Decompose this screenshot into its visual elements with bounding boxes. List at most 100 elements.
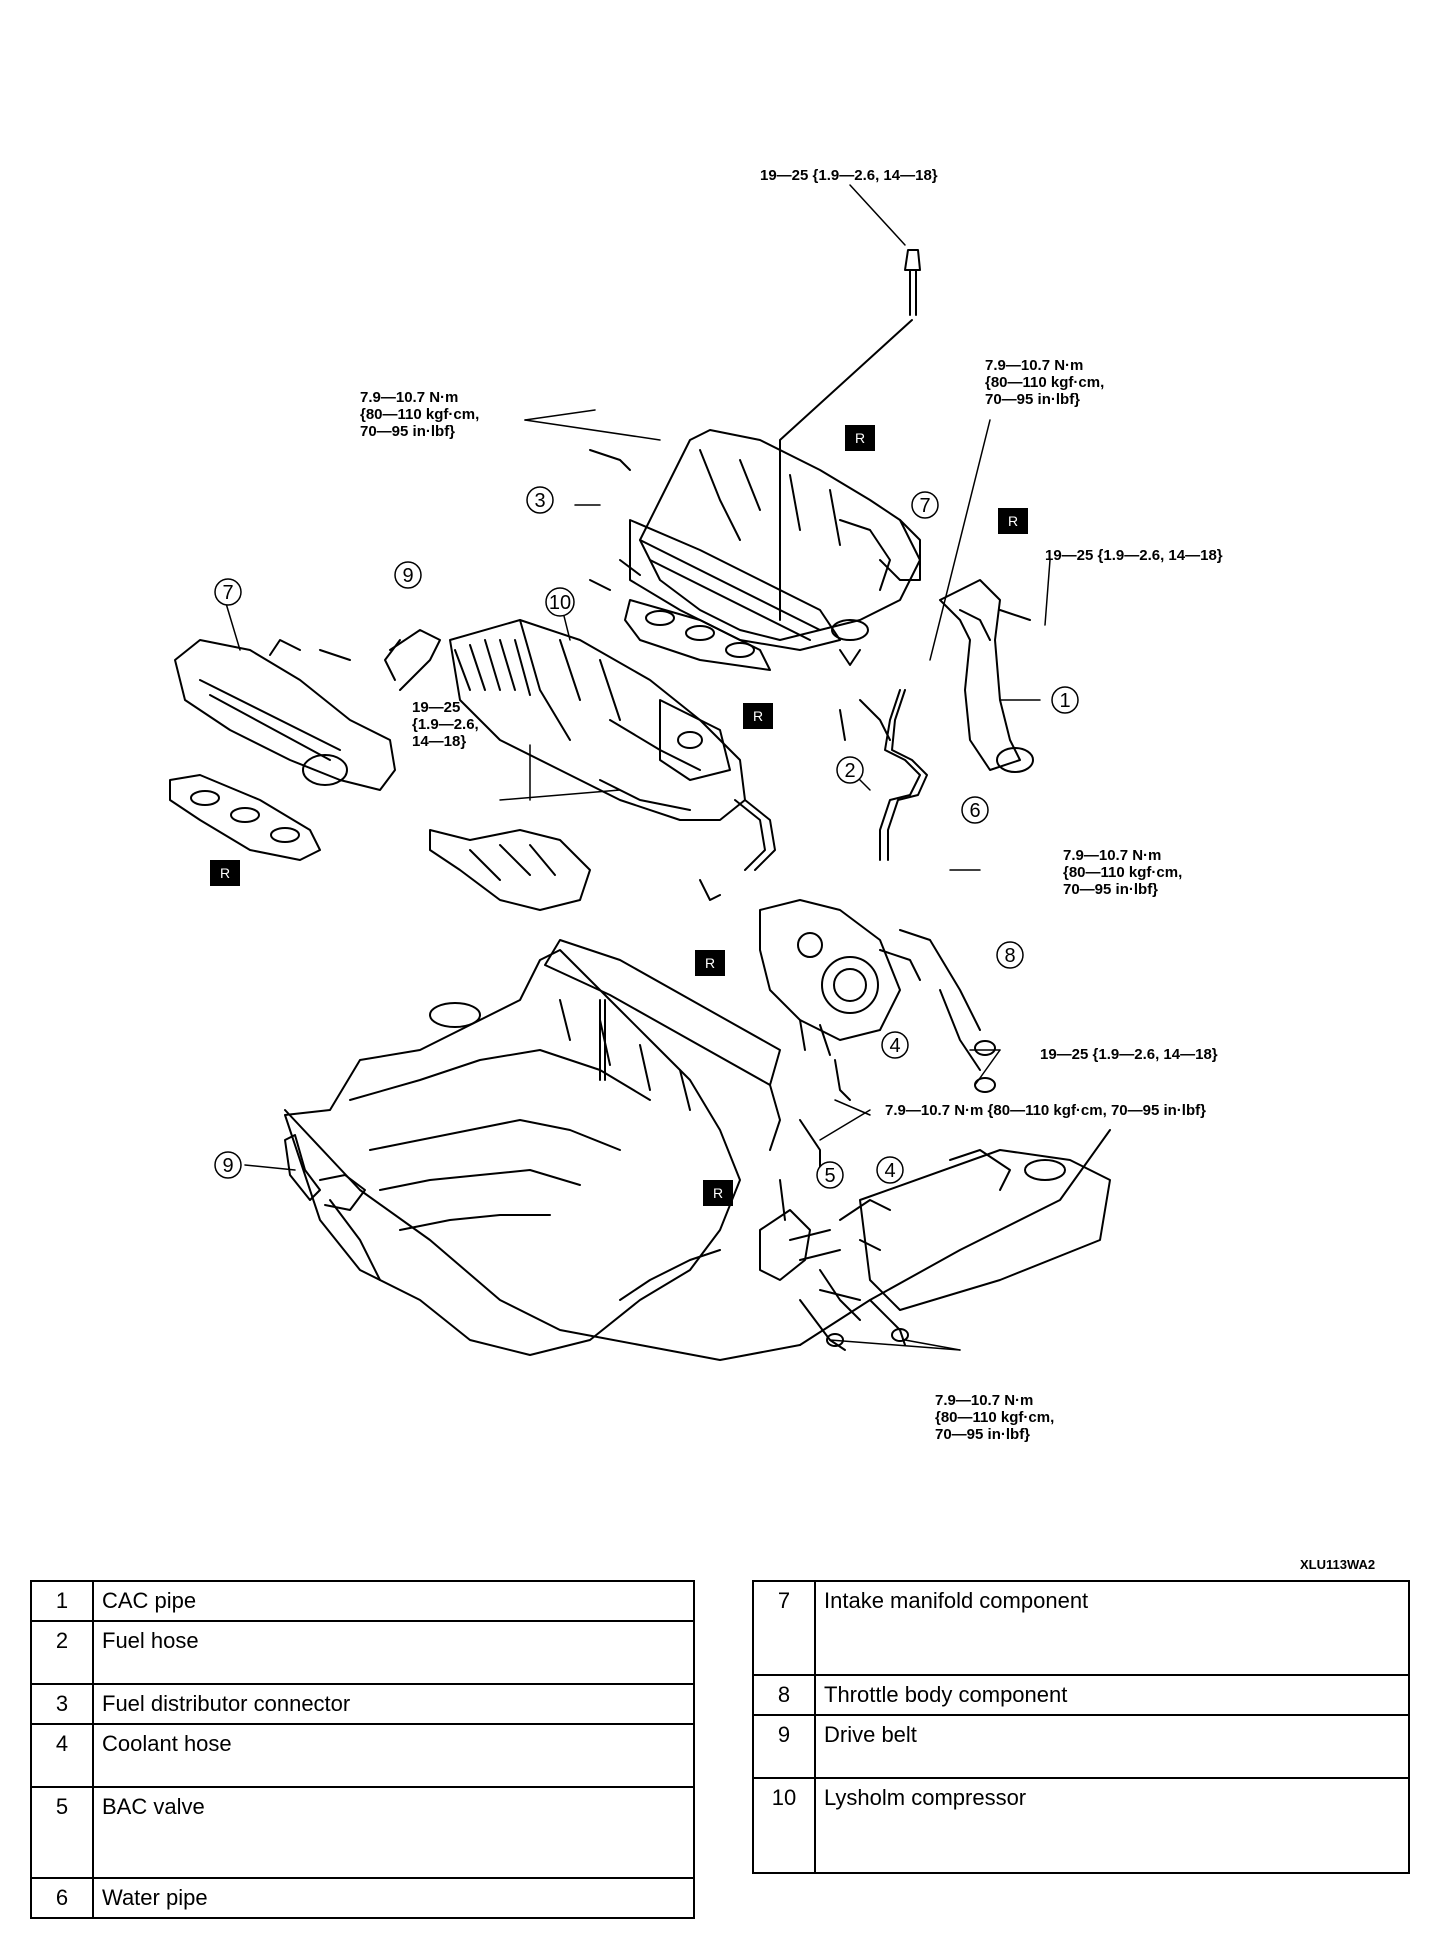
svg-text:8: 8 (1004, 945, 1015, 967)
legend-label: Drive belt (814, 1714, 1410, 1779)
legend-label: Throttle body component (814, 1674, 1410, 1716)
intake-manifold-drawing (629, 429, 921, 666)
legend-number: 10 (752, 1777, 816, 1874)
callout-7: 7 (911, 491, 939, 519)
legend-number: 4 (30, 1723, 94, 1788)
svg-text:R: R (855, 430, 865, 446)
callouts: 1 2 3 4 4 5 6 7 7 8 9 9 10 (214, 486, 1079, 1189)
replace-marks: R R R R R R (210, 425, 1028, 1206)
torque-label: 7.9—10.7 N·m {80—110 kgf·cm, 70—95 in·lb… (985, 357, 1108, 408)
throttle-body-drawing (759, 899, 981, 1056)
svg-text:7: 7 (222, 582, 233, 604)
lower-bolts-drawing (799, 1119, 909, 1351)
svg-text:R: R (713, 1185, 723, 1201)
legend-number: 7 (752, 1580, 816, 1676)
legend-number: 3 (30, 1683, 94, 1725)
svg-text:6: 6 (969, 800, 980, 822)
legend-label: Water pipe (92, 1877, 695, 1919)
legend-label: BAC valve (92, 1786, 695, 1879)
svg-text:R: R (220, 865, 230, 881)
torque-label: 19—25 {1.9—2.6, 14—18} (1040, 1046, 1218, 1063)
svg-text:R: R (753, 708, 763, 724)
svg-text:4: 4 (884, 1160, 895, 1182)
cac-pipe-drawing (939, 579, 1034, 773)
svg-text:10: 10 (549, 592, 571, 614)
legend-label: Lysholm compressor (814, 1777, 1410, 1874)
svg-text:9: 9 (222, 1155, 233, 1177)
legend-label: CAC pipe (92, 1580, 695, 1622)
legend-label: Fuel hose (92, 1620, 695, 1685)
legend-label: Coolant hose (92, 1723, 695, 1788)
hose-clips-drawing (589, 449, 891, 1101)
drive-belt-upper-drawing (384, 629, 441, 691)
callout-3: 3 (526, 486, 554, 514)
callout-7: 7 (214, 578, 242, 606)
svg-text:2: 2 (844, 760, 855, 782)
torque-label: 19—25 {1.9—2.6, 14—18} (412, 699, 483, 750)
torque-label: 19—25 {1.9—2.6, 14—18} (1045, 547, 1223, 564)
callout-2: 2 (836, 756, 864, 784)
callout-4: 4 (876, 1156, 904, 1184)
callout-9: 9 (394, 561, 422, 589)
exploded-parts-diagram: R R R R R R 1 2 3 4 4 5 6 7 7 8 9 9 10 1… (169, 167, 1223, 1443)
bac-valve-drawing (759, 1179, 891, 1321)
bracket-drawing (429, 829, 591, 911)
lysholm-compressor-drawing (449, 619, 746, 821)
callout-6: 6 (961, 796, 989, 824)
torque-label: 7.9—10.7 N·m {80—110 kgf·cm, 70—95 in·lb… (885, 1102, 1206, 1119)
legend-number: 8 (752, 1674, 816, 1716)
legend-number: 1 (30, 1580, 94, 1622)
replace-mark-icon: R (695, 950, 725, 976)
svg-text:1: 1 (1059, 690, 1070, 712)
replace-mark-icon: R (998, 508, 1028, 534)
legend-number: 9 (752, 1714, 816, 1779)
svg-text:R: R (1008, 513, 1018, 529)
replace-mark-icon: R (210, 860, 240, 886)
svg-text:5: 5 (824, 1165, 835, 1187)
legend-number: 2 (30, 1620, 94, 1685)
callout-9: 9 (214, 1151, 242, 1179)
replace-mark-icon: R (703, 1180, 733, 1206)
intake-gasket-drawing (624, 599, 771, 671)
left-manifold-drawing (169, 639, 396, 861)
callout-10: 10 (545, 587, 575, 617)
figure-code: XLU113WA2 (1300, 1557, 1376, 1572)
legend-number: 5 (30, 1786, 94, 1879)
replace-mark-icon: R (845, 425, 875, 451)
svg-text:9: 9 (402, 565, 413, 587)
legend-label: Fuel distributor connector (92, 1683, 695, 1725)
engine-block-drawing (284, 939, 1111, 1361)
torque-labels: 19—25 {1.9—2.6, 14—18} 7.9—10.7 N·m {80—… (360, 167, 1223, 1443)
manifold-bolt-top (779, 249, 921, 621)
callout-4: 4 (881, 1031, 909, 1059)
torque-label: 7.9—10.7 N·m {80—110 kgf·cm, 70—95 in·lb… (935, 1392, 1058, 1443)
water-pipe-drawing (879, 689, 928, 861)
svg-text:4: 4 (889, 1035, 900, 1057)
leader-lines (224, 184, 1051, 1351)
drive-belt-lower-drawing (284, 1134, 366, 1211)
svg-text:3: 3 (534, 490, 545, 512)
torque-label: 7.9—10.7 N·m {80—110 kgf·cm, 70—95 in·lb… (1063, 847, 1186, 898)
callout-5: 5 (816, 1161, 844, 1189)
legend-number: 6 (30, 1877, 94, 1919)
torque-label: 19—25 {1.9—2.6, 14—18} (760, 167, 938, 184)
callout-1: 1 (1051, 686, 1079, 714)
callout-8: 8 (996, 941, 1024, 969)
replace-mark-icon: R (743, 703, 773, 729)
torque-label: 7.9—10.7 N·m {80—110 kgf·cm, 70—95 in·lb… (360, 389, 483, 440)
svg-text:R: R (705, 955, 715, 971)
svg-text:7: 7 (919, 495, 930, 517)
legend-label: Intake manifold component (814, 1580, 1410, 1676)
